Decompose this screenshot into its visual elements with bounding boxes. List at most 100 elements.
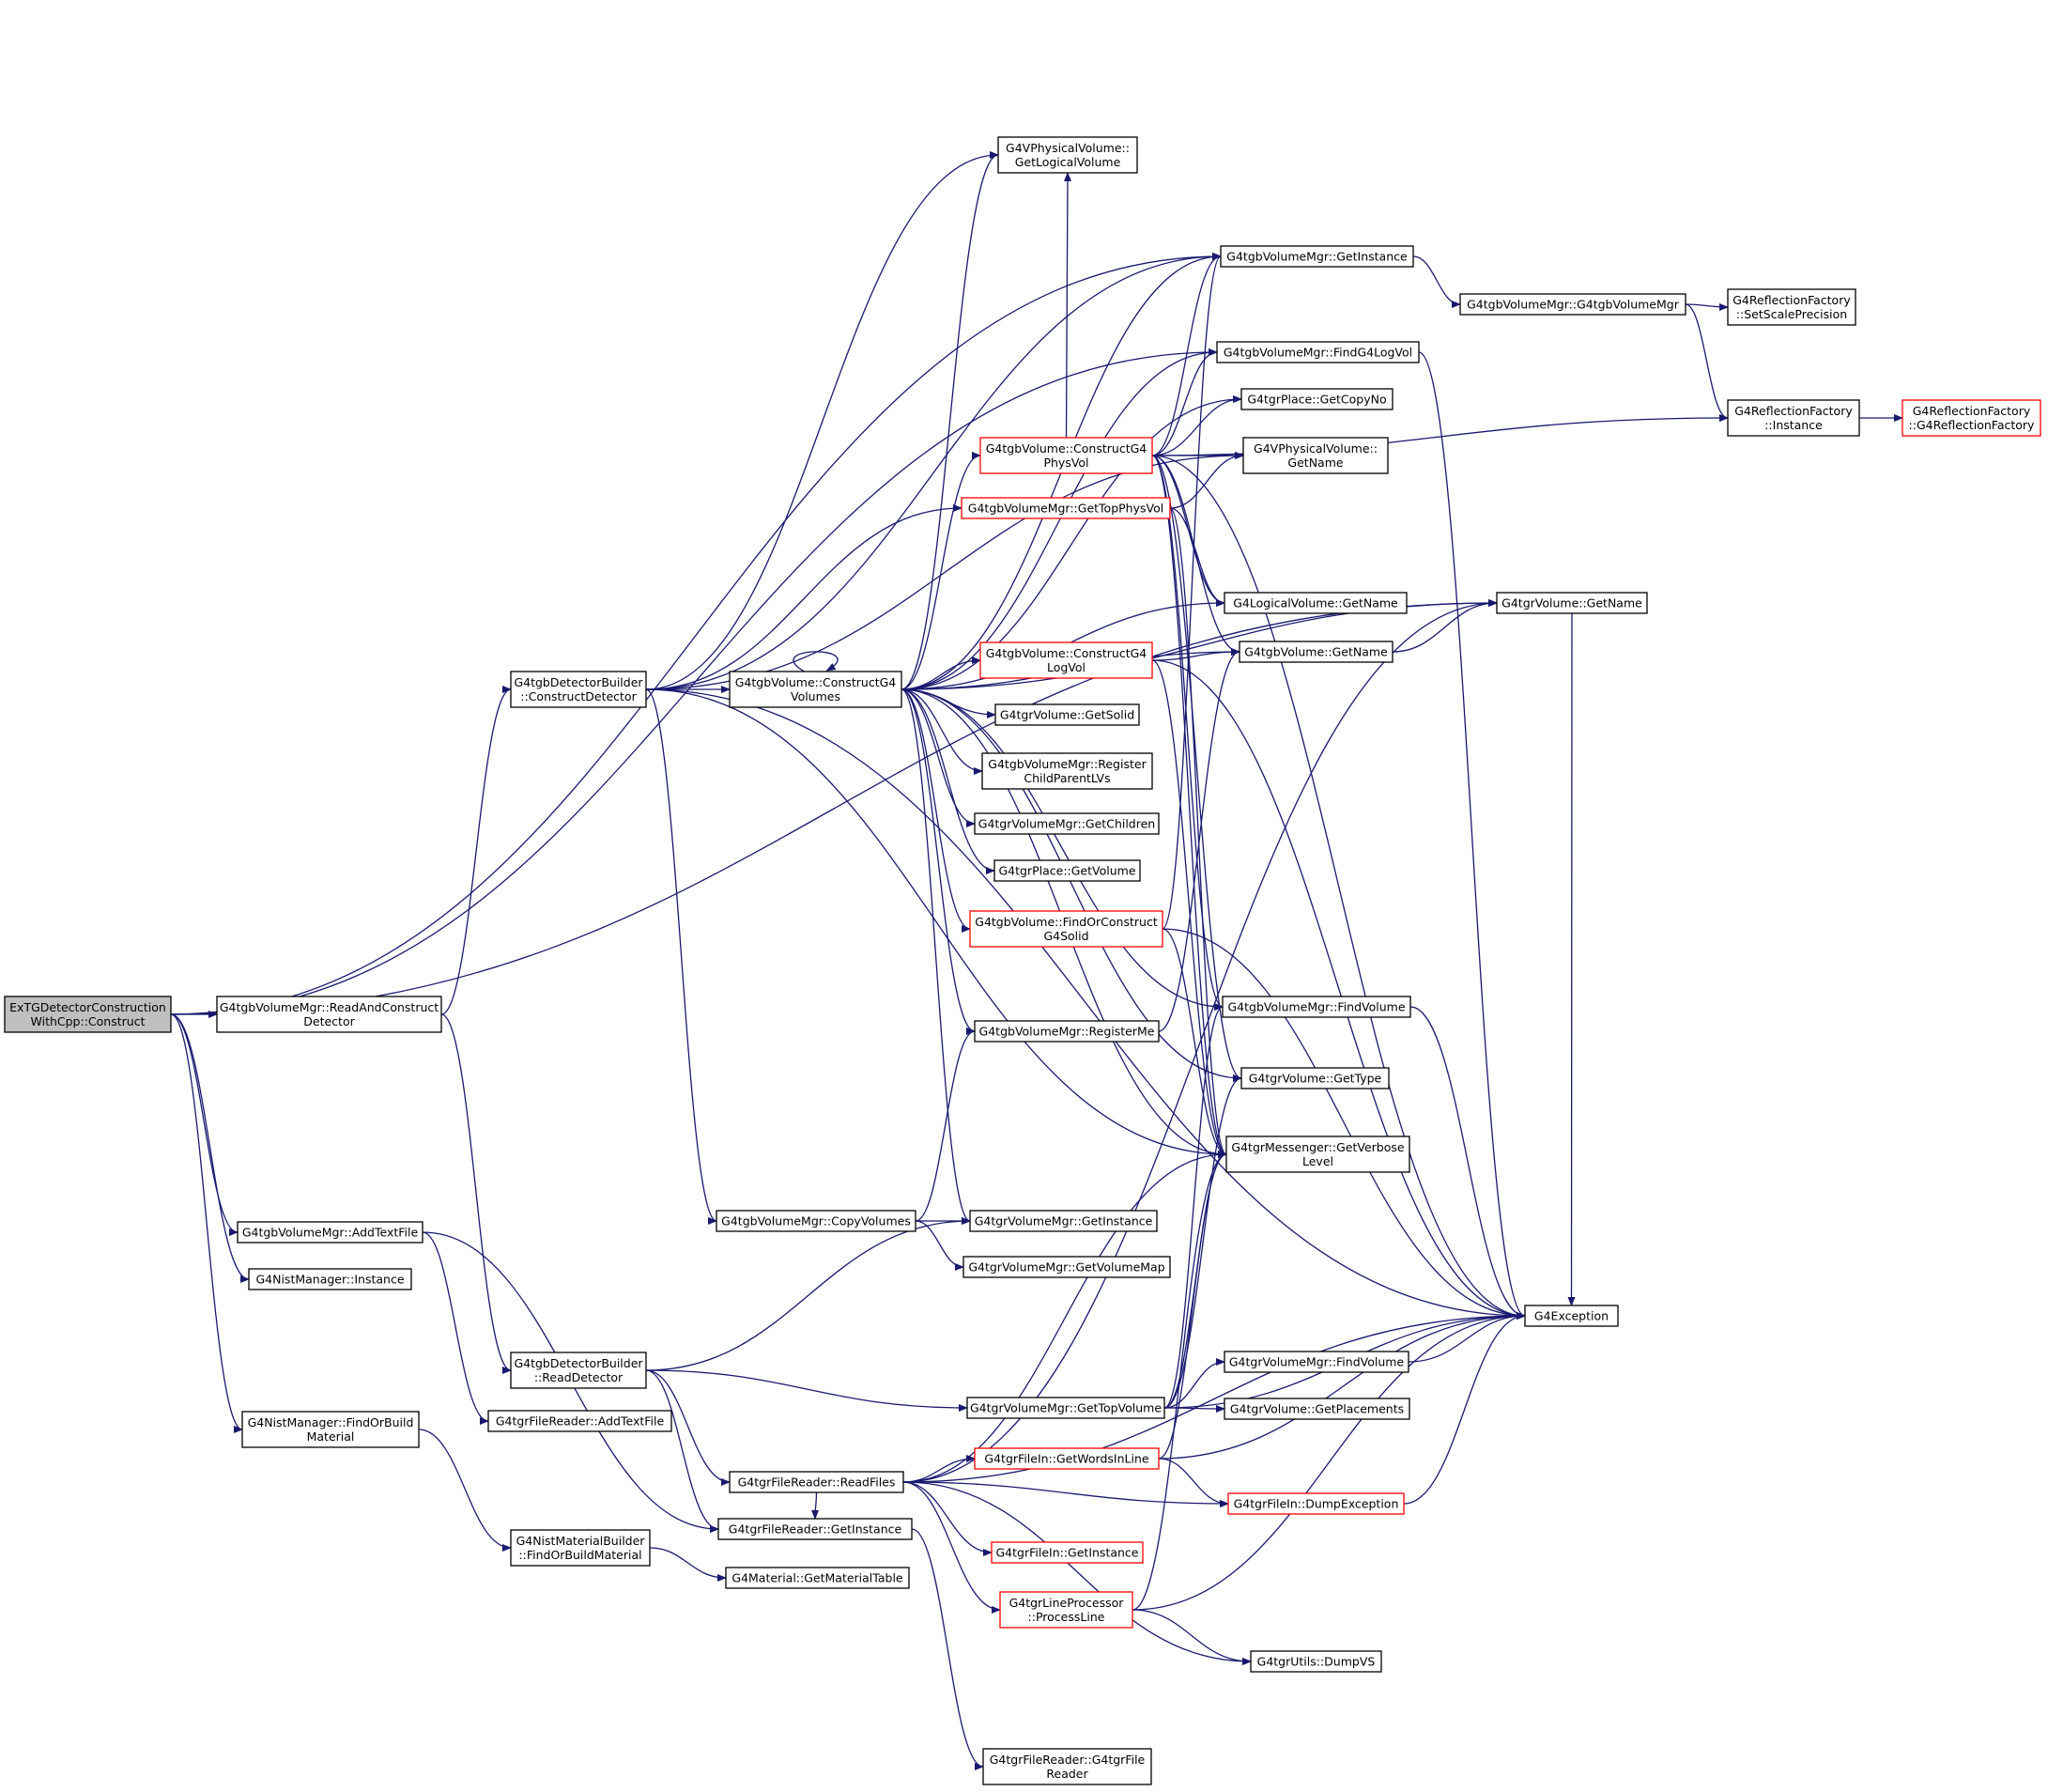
call-edge	[645, 452, 1244, 690]
call-edge	[645, 253, 1222, 690]
function-node-tgbVmGetInstance[interactable]: G4tgbVolumeMgr::GetInstance	[1220, 245, 1414, 268]
node-box	[1239, 641, 1394, 663]
function-node-constructDetector[interactable]: G4tgbDetectorBuilder::ConstructDetector	[510, 671, 647, 708]
function-node-readFiles[interactable]: G4tgrFileReader::ReadFiles	[729, 1471, 904, 1493]
node-box	[1225, 1135, 1410, 1173]
function-node-registerMe[interactable]: G4tgbVolumeMgr::RegisterMe	[974, 1020, 1160, 1043]
function-node-nistInstance[interactable]: G4NistManager::Instance	[248, 1268, 412, 1290]
function-node-matTable[interactable]: G4Material::GetMaterialTable	[725, 1567, 910, 1589]
function-node-getWordsInLine[interactable]: G4tgrFileIn::GetWordsInLine	[974, 1447, 1160, 1470]
function-node-getCopyNo[interactable]: G4tgrPlace::GetCopyNo	[1240, 388, 1394, 410]
call-edge	[1063, 172, 1071, 439]
function-node-getLogicalVolume[interactable]: G4VPhysicalVolume::GetLogicalVolume	[997, 136, 1138, 174]
node-box	[974, 1447, 1160, 1470]
call-edge	[1132, 1609, 1252, 1665]
function-node-reflCtor[interactable]: G4ReflectionFactory::G4ReflectionFactory	[1902, 399, 2041, 437]
node-box	[961, 497, 1171, 519]
call-edge	[1158, 1151, 1227, 1460]
call-edge	[1162, 928, 1526, 1320]
node-label-line: Volumes	[791, 689, 840, 703]
call-edge	[1162, 928, 1227, 1158]
function-node-addTextFile[interactable]: G4tgbVolumeMgr::AddTextFile	[237, 1221, 423, 1244]
call-edge	[440, 1013, 512, 1374]
function-node-reflInstance[interactable]: G4ReflectionFactory::Instance	[1727, 399, 1860, 437]
function-node-frAddTextFile[interactable]: G4tgrFileReader::AddTextFile	[487, 1410, 672, 1432]
node-box	[962, 1256, 1171, 1278]
call-edge	[418, 1429, 512, 1552]
function-node-tgbFindVolume[interactable]: G4tgbVolumeMgr::FindVolume	[1222, 996, 1411, 1018]
function-node-findG4LogVol[interactable]: G4tgbVolumeMgr::FindG4LogVol	[1216, 341, 1420, 363]
call-edge	[902, 1151, 1227, 1483]
function-node-dumpVS[interactable]: G4tgrUtils::DumpVS	[1250, 1650, 1382, 1673]
node-box	[487, 1410, 672, 1432]
call-edge	[1151, 648, 1240, 661]
node-box	[1240, 388, 1394, 410]
node-label-line: GetLogicalVolume	[1015, 155, 1121, 169]
call-edge	[1392, 599, 1498, 653]
node-box	[725, 1567, 910, 1589]
node-label-line: G4tgrVolumeMgr::GetVolumeMap	[968, 1260, 1164, 1274]
function-node-tgrFindVolume[interactable]: G4tgrVolumeMgr::FindVolume	[1224, 1351, 1409, 1373]
node-label-line: G4NistMaterialBuilder	[516, 1534, 646, 1548]
function-node-placeGetVolume[interactable]: G4tgrPlace::GetVolume	[993, 859, 1141, 882]
call-edge	[1408, 1312, 1526, 1363]
call-edge	[170, 253, 1222, 1015]
function-node-fileInGetInstance[interactable]: G4tgrFileIn::GetInstance	[991, 1541, 1144, 1564]
node-box	[1242, 437, 1389, 474]
function-node-setScalePrecision[interactable]: G4ReflectionFactory::SetScalePrecision	[1727, 288, 1856, 326]
node-box	[1727, 288, 1856, 326]
call-edge	[902, 1312, 1526, 1483]
call-edge	[1151, 659, 1227, 1158]
function-node-getChildren[interactable]: G4tgrVolumeMgr::GetChildren	[974, 812, 1160, 835]
node-label-line: G4tgrVolumeMgr::GetTopVolume	[970, 1401, 1162, 1415]
function-node-nistMatBuilder[interactable]: G4NistMaterialBuilder::FindOrBuildMateri…	[510, 1529, 651, 1567]
function-node-tgrVmGetInstance[interactable]: G4tgrVolumeMgr::GetInstance	[969, 1210, 1158, 1232]
function-node-readDetector[interactable]: G4tgbDetectorBuilder::ReadDetector	[510, 1352, 647, 1389]
function-node-g4Exception[interactable]: G4Exception	[1524, 1305, 1619, 1327]
node-label-line: G4ReflectionFactory	[1734, 404, 1853, 418]
node-box	[1496, 592, 1648, 614]
node-label-line: G4NistManager::FindOrBuild	[248, 1415, 414, 1429]
node-box	[1524, 1305, 1619, 1327]
function-node-copyVolumes[interactable]: G4tgbVolumeMgr::CopyVolumes	[716, 1210, 916, 1232]
function-node-getVolumeMap[interactable]: G4tgrVolumeMgr::GetVolumeMap	[962, 1256, 1171, 1278]
function-node-getType[interactable]: G4tgrVolume::GetType	[1240, 1067, 1390, 1089]
call-edge	[915, 1220, 964, 1271]
call-edge	[1685, 302, 1729, 311]
function-node-frG4tgrFileReader[interactable]: G4tgrFileReader::G4tgrFileReader	[982, 1748, 1152, 1785]
node-box	[1220, 245, 1414, 268]
function-node-nistFindOrBuild[interactable]: G4NistManager::FindOrBuildMaterial	[241, 1411, 420, 1448]
node-box	[991, 1541, 1144, 1564]
function-node-getTopPhysVol[interactable]: G4tgbVolumeMgr::GetTopPhysVol	[961, 497, 1171, 519]
function-node-getPlacements[interactable]: G4tgrVolume::GetPlacements	[1224, 1398, 1410, 1420]
node-label-line: ::SetScalePrecision	[1736, 307, 1847, 321]
function-node-frGetInstance[interactable]: G4tgrFileReader::GetInstance	[717, 1518, 913, 1540]
node-box	[717, 1518, 913, 1540]
call-edge	[1163, 1074, 1242, 1409]
node-label-line: G4tgrVolume::GetSolid	[1000, 708, 1134, 722]
root-function-node[interactable]: ExTGDetectorConstructionWithCpp::Constru…	[4, 996, 172, 1033]
function-node-dumpException[interactable]: G4tgrFileIn::DumpException	[1227, 1492, 1405, 1515]
node-box	[510, 671, 647, 708]
call-edge	[1151, 253, 1222, 456]
call-edge	[915, 1027, 976, 1222]
function-node-getTopVolume[interactable]: G4tgrVolumeMgr::GetTopVolume	[966, 1397, 1165, 1419]
call-edge	[1162, 253, 1222, 930]
function-node-getSolid[interactable]: G4tgrVolume::GetSolid	[994, 703, 1140, 726]
function-node-processLine[interactable]: G4tgrLineProcessor::ProcessLine	[999, 1591, 1133, 1629]
function-node-physGetName[interactable]: G4VPhysicalVolume::GetName	[1242, 437, 1389, 474]
function-node-tgrGetName[interactable]: G4tgrVolume::GetName	[1496, 592, 1648, 614]
function-node-logGetName[interactable]: G4LogicalVolume::GetName	[1224, 592, 1408, 614]
node-box	[974, 812, 1160, 835]
call-edge	[901, 688, 995, 874]
function-node-g4tgbVolumeMgrCtor[interactable]: G4tgbVolumeMgr::G4tgbVolumeMgr	[1459, 293, 1686, 316]
function-node-tgbGetName[interactable]: G4tgbVolume::GetName	[1239, 641, 1394, 663]
node-label-line: GetName	[1287, 456, 1343, 470]
